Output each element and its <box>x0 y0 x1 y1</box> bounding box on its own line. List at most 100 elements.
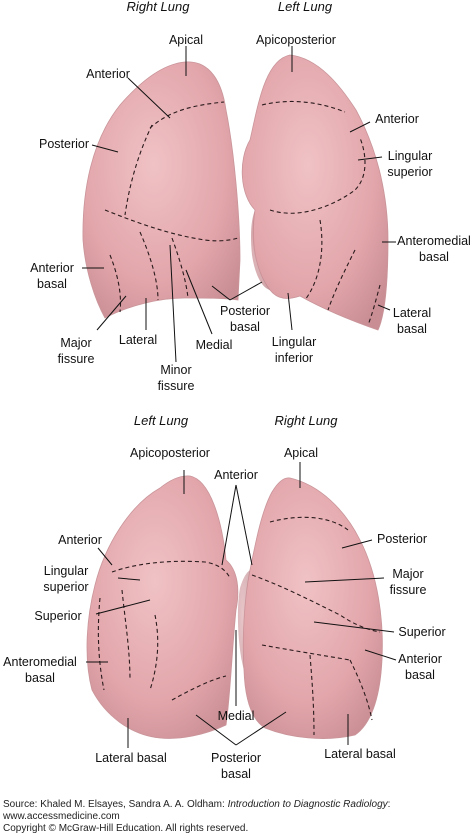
bottom-right-apical-boundary <box>269 516 349 531</box>
bottom-left-superior-boundary <box>121 589 131 681</box>
bottom-anterior-basal-leader <box>364 649 397 661</box>
bottom-lateral-basal-left-label: Lateral basal <box>95 751 167 765</box>
bottom-lingular-superior-label-1: Lingular <box>44 564 88 578</box>
bottom-left-basal-boundary <box>171 675 227 701</box>
top-left-lung-shape <box>241 54 389 331</box>
top-left-apicoposterior-boundary <box>261 100 346 113</box>
top-lateral-basal-leader <box>377 304 391 311</box>
top-anteromedial-basal-label-2: basal <box>419 250 449 264</box>
bottom-anteromedial-basal-label-1: Anteromedial <box>3 655 77 669</box>
bottom-left-lateral-basal-boundary <box>97 597 105 691</box>
top-right-lung-title: Right Lung <box>127 0 191 14</box>
bottom-superior-left-leader <box>95 599 151 615</box>
top-lingular-inferior-leader <box>287 292 293 331</box>
source-url[interactable]: www.accessmedicine.com <box>3 811 120 822</box>
bottom-posterior-basal-leader-b <box>235 711 287 746</box>
top-lingular-superior-label-1: Lingular <box>388 149 432 163</box>
top-major-fissure-leader <box>96 295 127 331</box>
top-right-anterior-posterior-boundary <box>124 124 153 216</box>
bottom-right-lung-shape <box>242 477 383 739</box>
top-lateral-basal-label-2: basal <box>397 322 427 336</box>
bottom-major-fissure-label-1: Major <box>392 567 423 581</box>
top-major-fissure-label-1: Major <box>60 336 91 350</box>
top-left-anterior-leader <box>349 121 371 133</box>
top-medial-label: Medial <box>196 338 233 352</box>
top-anteromedial-basal-label-1: Anteromedial <box>397 234 471 248</box>
top-medial-leader <box>185 269 213 335</box>
bottom-posterior-basal-label-1: Posterior <box>211 751 261 765</box>
top-lingular-superior-leader <box>357 156 383 161</box>
bottom-view: Left Lung Right Lung <box>3 413 445 781</box>
top-right-minor-fissure <box>109 254 122 313</box>
top-anterior-label: Anterior <box>86 67 130 81</box>
top-apicoposterior-label: Apicoposterior <box>256 33 336 47</box>
bottom-superior-left-label: Superior <box>34 609 81 623</box>
top-left-lingular-boundary <box>304 219 323 301</box>
top-lingular-inferior-label-2: inferior <box>275 351 313 365</box>
bottom-left-lung-title: Left Lung <box>134 413 189 428</box>
top-anterior-leader <box>127 77 171 119</box>
top-right-lung-shape <box>82 61 241 319</box>
bottom-anterior-left-leader <box>97 547 113 566</box>
top-lingular-inferior-label-1: Lingular <box>272 335 316 349</box>
bottom-anteromedial-basal-label-2: basal <box>25 671 55 685</box>
bottom-posterior-label: Posterior <box>377 532 427 546</box>
bottom-apical-label: Apical <box>284 446 318 460</box>
bottom-right-superior-boundary <box>261 644 351 661</box>
source-book-title: Introduction to Diagnostic Radiology <box>227 799 388 810</box>
top-lateral-label: Lateral <box>119 333 157 347</box>
top-lingular-superior-label-2: superior <box>387 165 432 179</box>
source-prefix: Source: Khaled M. Elsayes, Sandra A. A. … <box>3 799 228 810</box>
top-right-apical-boundary <box>149 101 225 129</box>
bottom-medial-label: Medial <box>218 709 255 723</box>
source-line: Source: Khaled M. Elsayes, Sandra A. A. … <box>3 799 473 811</box>
top-lateral-basal-label-1: Lateral <box>393 306 431 320</box>
top-minor-fissure-label-2: fissure <box>158 379 195 393</box>
top-posterior-basal-label-2: basal <box>230 320 260 334</box>
bottom-lingular-superior-leader <box>117 577 141 581</box>
top-minor-fissure-label-1: Minor <box>160 363 191 377</box>
top-left-lung-medial-shadow <box>251 210 270 290</box>
top-posterior-leader <box>91 144 119 153</box>
top-right-major-fissure <box>104 209 239 242</box>
top-major-fissure-label-2: fissure <box>58 352 95 366</box>
bottom-superior-right-leader <box>313 621 395 633</box>
top-right-lateral-boundary <box>139 231 159 301</box>
bottom-posterior-basal-label-2: basal <box>221 767 251 781</box>
top-view: Right Lung Left Lung <box>30 0 471 393</box>
bottom-right-basal-boundary-b <box>349 659 373 721</box>
top-anterior-basal-label-1: Anterior <box>30 261 74 275</box>
bottom-left-anteromedial-boundary <box>149 614 159 691</box>
bottom-anterior-left-label: Anterior <box>58 533 102 547</box>
bottom-anterior-basal-label-1: Anterior <box>398 652 442 666</box>
top-anterior-basal-label-2: basal <box>37 277 67 291</box>
bottom-anterior-top-label: Anterior <box>214 468 258 482</box>
top-left-basal-boundary <box>327 249 356 311</box>
top-posterior-basal-label-1: Posterior <box>220 304 270 318</box>
copyright-line: Copyright © McGraw-Hill Education. All r… <box>3 823 249 834</box>
bottom-left-lung-shape <box>86 475 239 739</box>
bottom-posterior-leader <box>341 539 373 549</box>
bottom-apicoposterior-label: Apicoposterior <box>130 446 210 460</box>
bottom-left-lingular-upper-boundary <box>111 560 231 579</box>
bottom-superior-right-label: Superior <box>398 625 445 639</box>
top-apical-label: Apical <box>169 33 203 47</box>
top-posterior-basal-leader-b <box>229 281 263 301</box>
bottom-right-lung-medial-shadow <box>237 570 250 670</box>
bottom-anterior-basal-label-2: basal <box>405 668 435 682</box>
bottom-major-fissure-leader <box>304 577 385 583</box>
bottom-lateral-basal-right-label: Lateral basal <box>324 747 396 761</box>
source-citation: Source: Khaled M. Elsayes, Sandra A. A. … <box>3 799 473 835</box>
top-minor-fissure-leader <box>169 244 177 363</box>
top-posterior-basal-leader-a <box>211 285 231 301</box>
lung-segments-figure: Right Lung Left Lung <box>3 0 471 781</box>
source-suffix: : <box>387 799 391 810</box>
bottom-right-basal-boundary-a <box>309 654 315 736</box>
bottom-major-fissure-label-2: fissure <box>390 583 427 597</box>
bottom-posterior-basal-leader-a <box>195 714 237 746</box>
bottom-right-lung-title: Right Lung <box>275 413 339 428</box>
top-right-medial-boundary <box>171 237 189 299</box>
top-left-lateral-basal-boundary <box>367 284 381 326</box>
top-posterior-label: Posterior <box>39 137 89 151</box>
bottom-anterior-leader-a <box>221 484 237 566</box>
